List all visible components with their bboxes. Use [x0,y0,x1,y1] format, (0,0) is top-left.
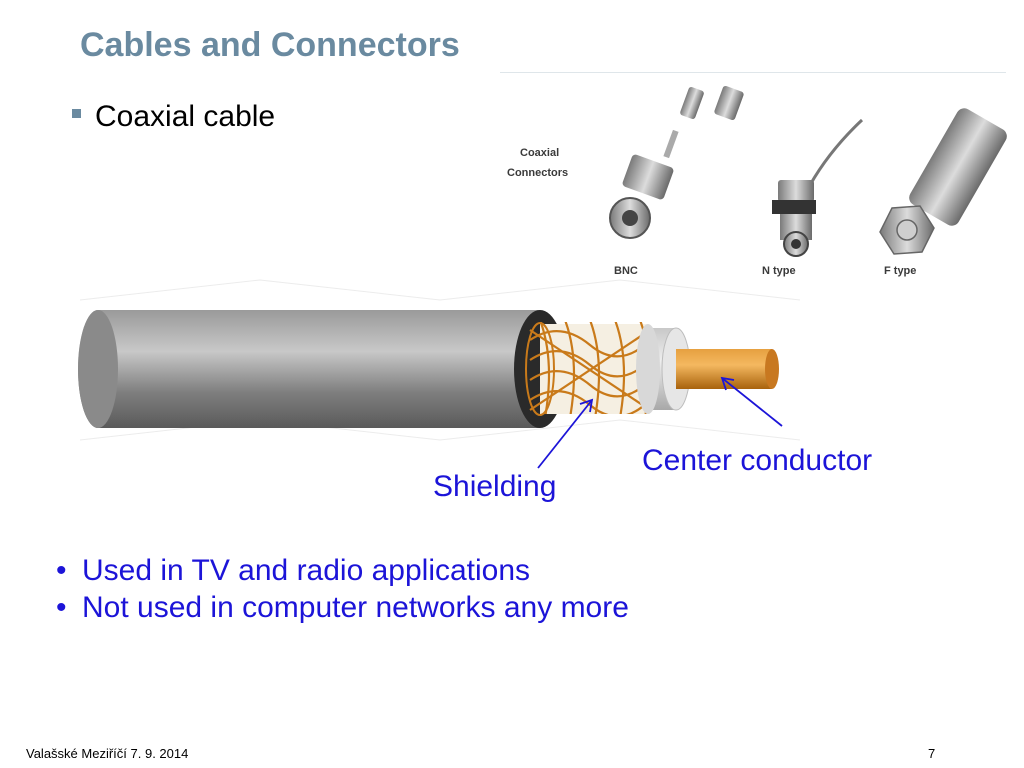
list-item: • Used in TV and radio applications [56,552,629,589]
shielding-arrow [537,399,593,469]
connectors-heading-line1: Coaxial [520,147,559,159]
coaxial-cable-drawing [78,310,779,428]
subtitle-text: Coaxial cable [95,100,276,133]
square-bullet-icon [72,108,81,118]
n-type-label: N type [762,265,796,277]
cable-jacket [78,310,540,428]
title-divider [500,72,1006,73]
bullet-dot-icon: • [56,591,67,624]
bullet-text: Used in TV and radio applications [82,554,531,587]
list-item: • Not used in computer networks any more [56,589,629,626]
center-conductor-arrow [721,377,783,427]
f-type-label: F type [884,265,916,277]
page-number: 7 [928,746,936,761]
bullet-list: • Used in TV and radio applications • No… [56,552,629,626]
subtitle-bullet: Coaxial cable [72,100,275,134]
bullet-text: Not used in computer networks any more [82,591,629,624]
footer-text: Valašské Meziříčí 7. 9. 2014 [26,746,189,761]
connectors-heading-line2: Connectors [507,167,568,179]
label-arrows [537,376,783,469]
n-type-connector-image [772,118,864,257]
slide-title: Cables and Connectors [80,26,460,64]
center-conductor-label: Center conductor [642,444,873,477]
bullet-dot-icon: • [56,554,67,587]
bnc-connector-image [609,85,744,239]
bnc-label: BNC [614,265,638,277]
shielding-label: Shielding [433,470,557,503]
f-type-connector-image [879,108,1007,255]
connectors-photo: Coaxial Connectors BNC N type F [507,85,1007,277]
shielding-braid [525,322,648,416]
center-conductor [676,349,772,389]
